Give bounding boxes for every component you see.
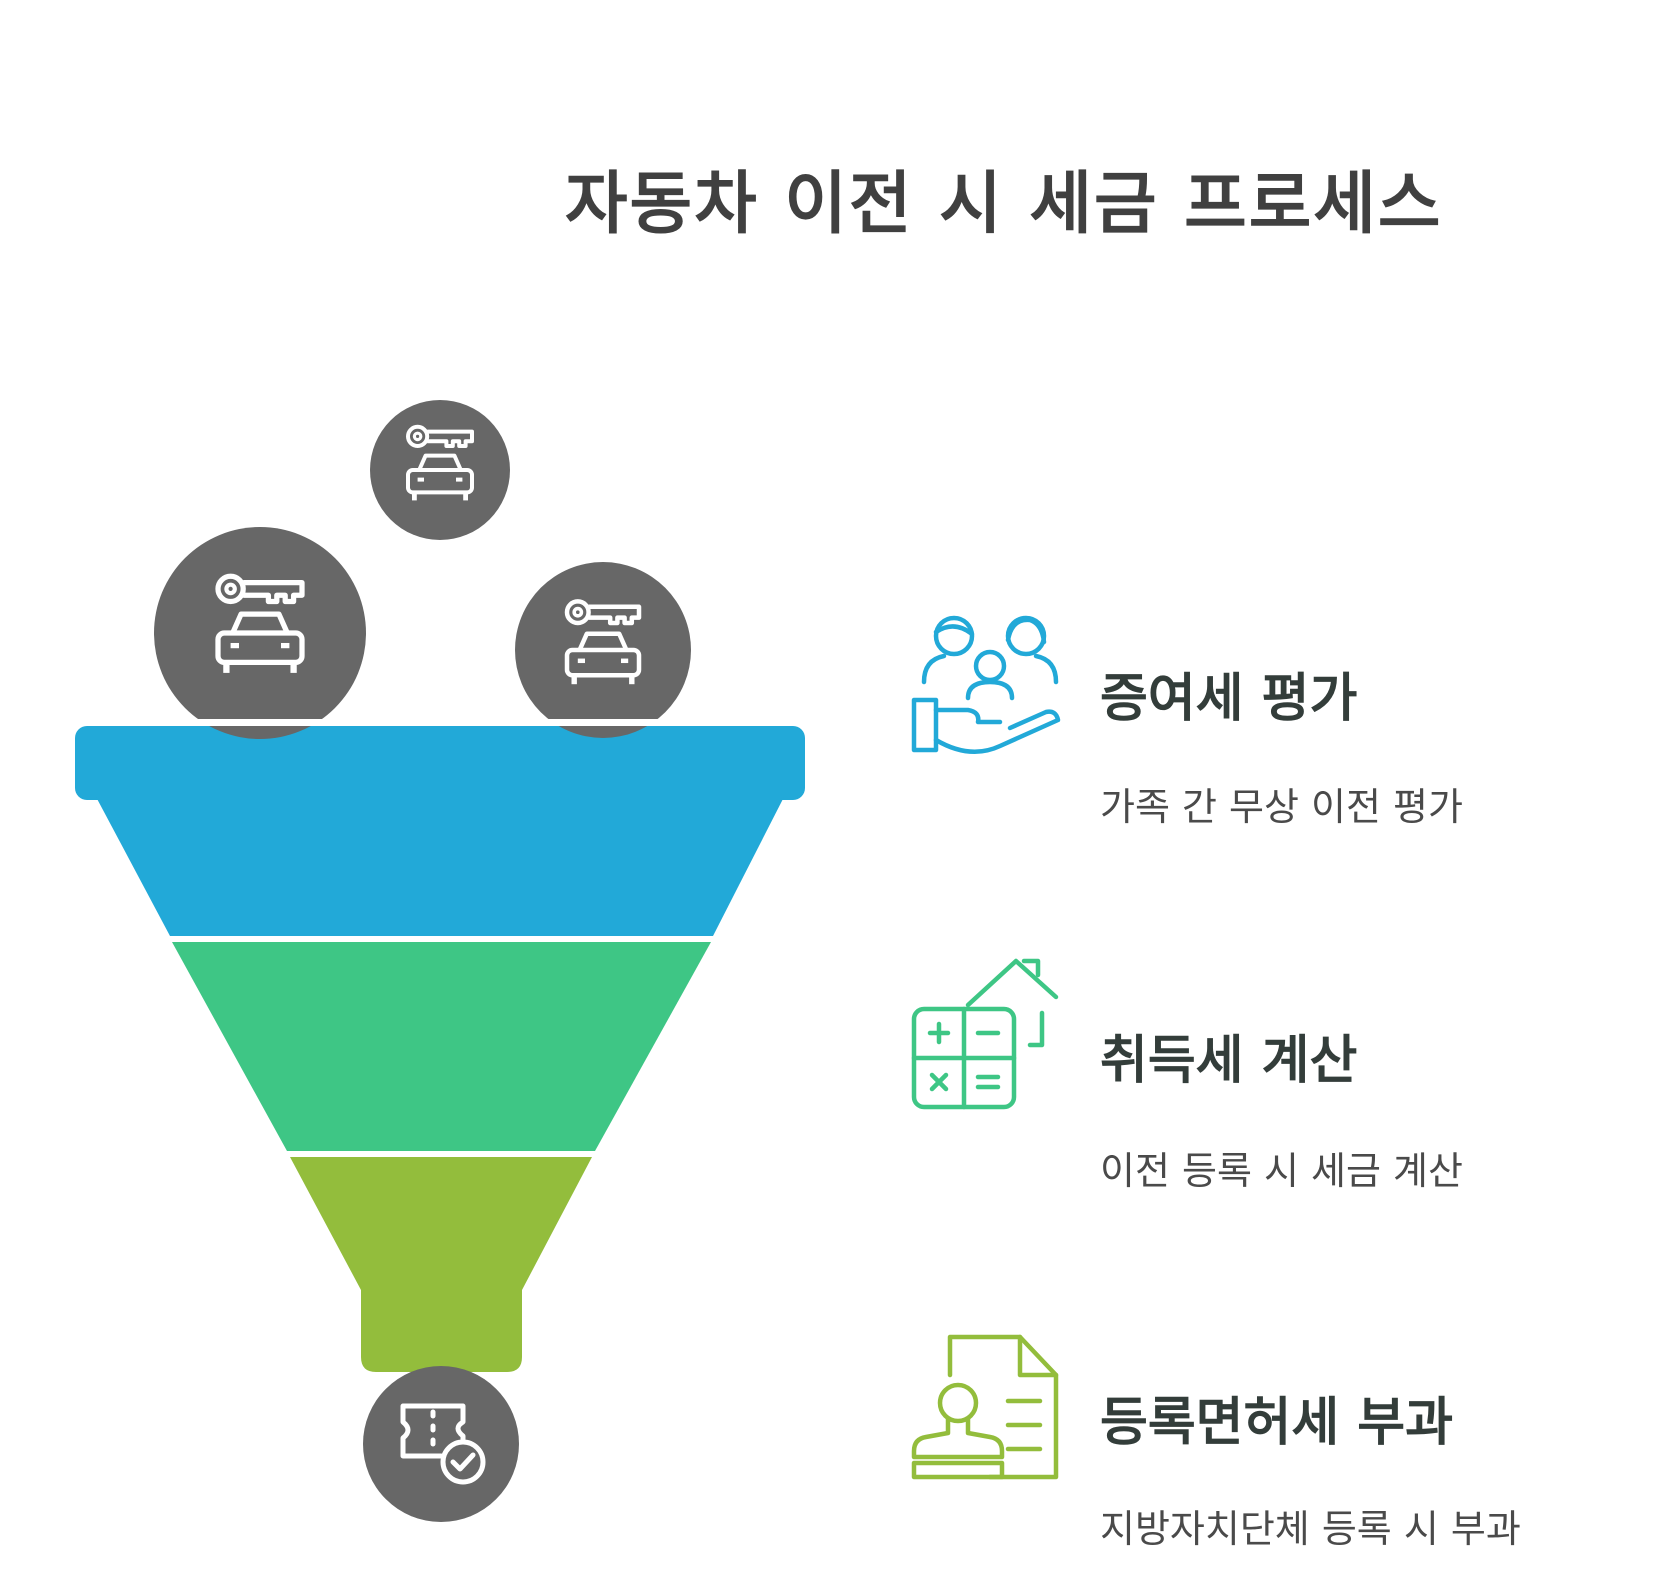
step-title-registration-tax: 등록면허세 부과 [1100,1393,1453,1453]
car-key-icon [154,527,366,739]
page-title: 자동차 이전 시 세금 프로세스 [0,148,1663,247]
ticket-check-icon [363,1366,519,1522]
funnel-band-2 [172,942,711,1151]
step-desc-gift-tax: 가족 간 무상 이전 평가 [1100,785,1463,829]
funnel-band-3 [290,1157,592,1372]
family-hand-icon [911,615,1061,754]
calculator-house-icon [911,958,1059,1110]
title-text: 자동차 이전 시 세금 프로세스 [565,165,1443,244]
step-desc-registration-tax: 지방자치단체 등록 시 부과 [1100,1507,1521,1551]
car-key-icon [370,400,510,540]
step-desc-acquisition-tax: 이전 등록 시 세금 계산 [1100,1149,1463,1193]
stamp-document-icon [911,1334,1059,1480]
step-title-acquisition-tax: 취득세 계산 [1100,1031,1358,1091]
funnel-band-1 [95,795,785,936]
step-title-gift-tax: 증여세 평가 [1100,669,1358,729]
funnel-rim [75,726,805,800]
car-key-icon [515,562,691,738]
